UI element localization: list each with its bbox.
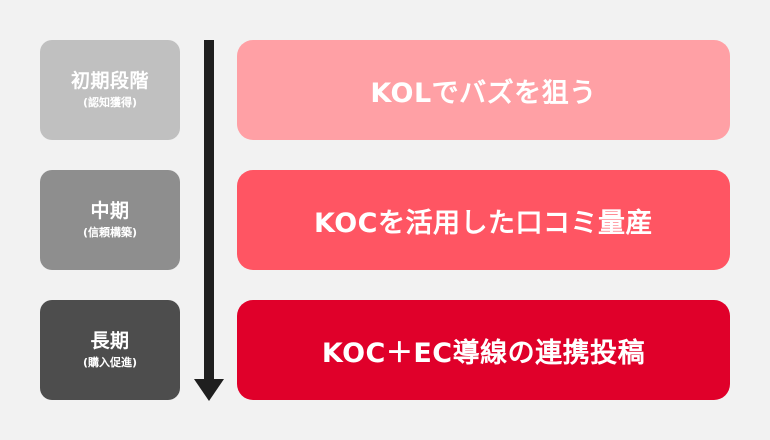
stage-title-early: 初期段階: [70, 70, 149, 92]
strategy-box-koc-reviews: KOCを活用した口コミ量産: [237, 170, 730, 270]
stage-subtitle-early: (認知獲得): [82, 96, 138, 109]
stage-subtitle-mid: (信頼構築): [82, 226, 138, 239]
strategy-box-kol-buzz: KOLでバズを狙う: [237, 40, 730, 140]
stage-box-early: 初期段階 (認知獲得): [40, 40, 180, 140]
timeline-arrow-shaft: [204, 40, 214, 380]
timeline-arrow-down-icon: [194, 379, 224, 401]
strategy-box-koc-ec: KOC＋EC導線の連携投稿: [237, 300, 730, 400]
stage-box-mid: 中期 (信頼構築): [40, 170, 180, 270]
stage-title-long: 長期: [90, 330, 130, 352]
stage-title-mid: 中期: [90, 200, 130, 222]
stage-subtitle-long: (購入促進): [82, 356, 138, 369]
stage-box-long: 長期 (購入促進): [40, 300, 180, 400]
